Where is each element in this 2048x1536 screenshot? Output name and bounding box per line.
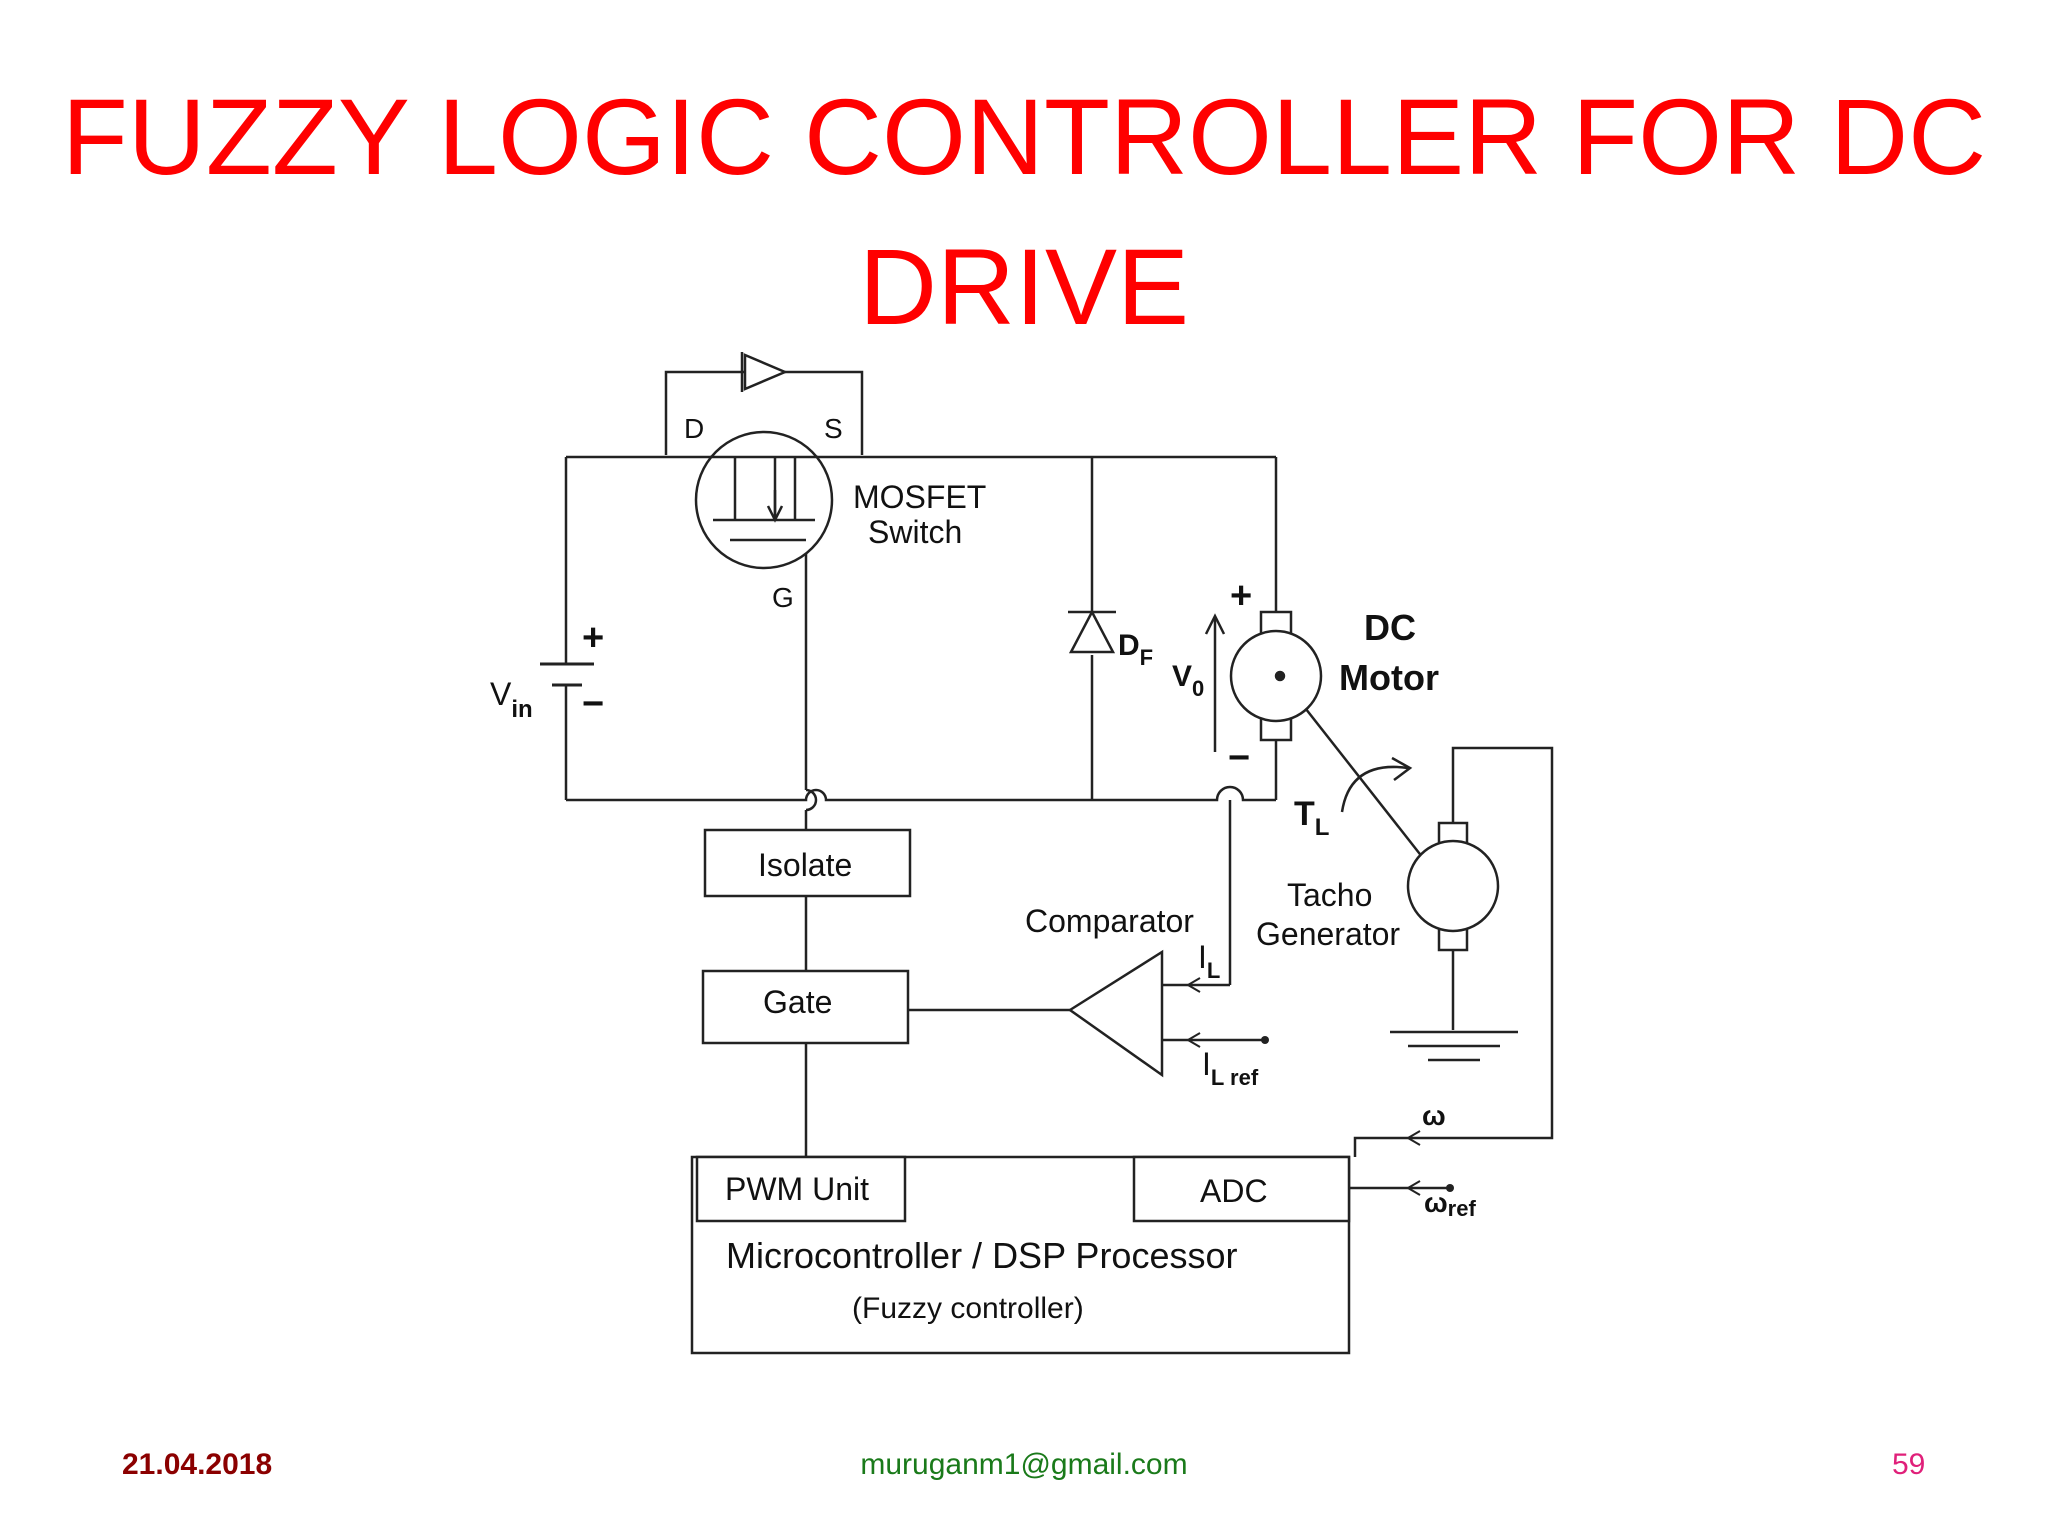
bottom-rail (566, 785, 1276, 802)
vo-label: V0 (1172, 660, 1204, 701)
load-torque-arrowhead (1391, 756, 1413, 781)
il-label: IL (1198, 939, 1220, 983)
pwm-block (695, 1155, 907, 1223)
isolate-block (703, 828, 912, 898)
mosfet-label-line1: MOSFET (853, 479, 986, 515)
mosfet-icon (694, 430, 834, 570)
tacho-label-line1: Tacho (1287, 877, 1372, 913)
gate-block (701, 969, 910, 1045)
il-arrow-icon (1186, 977, 1201, 1048)
tl-label: TL (1294, 795, 1329, 841)
bypass-diode-icon (740, 352, 789, 392)
omega-ref-label: ωref (1424, 1187, 1476, 1221)
isolate-label: Isolate (758, 847, 852, 883)
vin-label: Vin (490, 676, 533, 723)
processor-label-line2: (Fuzzy controller) (852, 1292, 1084, 1325)
mosfet-source-label: S (824, 413, 843, 444)
mosfet-gate-label: G (772, 582, 794, 613)
title-line-2: DRIVE (858, 226, 1190, 347)
gate-label: Gate (763, 984, 832, 1020)
gate-wire-hop (805, 788, 818, 812)
vo-arrow-icon (1204, 613, 1226, 752)
motor-minus: − (1228, 737, 1250, 779)
motor-label-line2: Motor (1339, 657, 1439, 698)
battery-icon (540, 662, 594, 687)
processor-label-line1: Microcontroller / DSP Processor (726, 1235, 1238, 1276)
vin-minus: − (582, 683, 604, 725)
footer-date: 21.04.2018 (122, 1448, 273, 1481)
dc-motor-icon (1229, 610, 1323, 742)
ground-icon (1390, 1030, 1518, 1062)
tacho-feedback-wire (1353, 746, 1554, 1157)
comparator-icon (1067, 949, 1164, 1078)
motor-label-line1: DC (1364, 607, 1416, 648)
tacho-generator-icon (1406, 821, 1500, 952)
footer-email: muruganm1@gmail.com (860, 1448, 1188, 1481)
adc-block (1132, 1155, 1351, 1223)
adc-label: ADC (1200, 1173, 1268, 1209)
title-line-1: FUZZY LOGIC CONTROLLER FOR DC (61, 76, 1987, 197)
load-torque-arrow-icon (1340, 765, 1409, 813)
tacho-label-line2: Generator (1256, 916, 1400, 952)
omega-label: ω (1422, 1100, 1446, 1131)
motor-plus: + (1230, 575, 1252, 617)
omega-ref-terminal-dot (1446, 1184, 1454, 1192)
comparator-label: Comparator (1025, 903, 1194, 939)
ilref-label: IL ref (1202, 1046, 1259, 1090)
omega-arrow-icon (1406, 1130, 1421, 1196)
pwm-label: PWM Unit (725, 1171, 869, 1207)
freewheel-diode-icon (1068, 609, 1116, 654)
vin-plus: + (582, 617, 604, 659)
mosfet-label-line2: Switch (868, 514, 962, 550)
mosfet-drain-label: D (684, 413, 704, 444)
footer-page-number: 59 (1892, 1448, 1926, 1481)
slide-title: FUZZY LOGIC CONTROLLER FOR DC DRIVE (0, 62, 2048, 362)
df-label: DF (1118, 629, 1153, 670)
ilref-terminal-dot (1261, 1036, 1269, 1044)
